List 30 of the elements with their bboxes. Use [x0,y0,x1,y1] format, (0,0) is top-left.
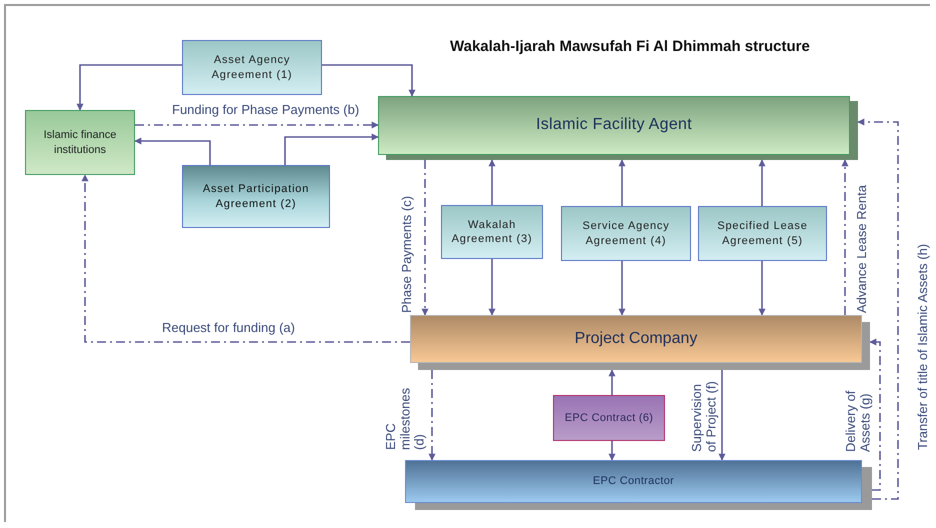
arrow [76,64,182,111]
arrow [618,159,626,206]
arrow [488,259,496,316]
arrow [422,160,428,316]
arrow [869,338,881,491]
edge-label: Request for funding (a) [160,321,297,336]
agreement-box: Asset Agency Agreement (1) [182,40,322,95]
arrow [618,261,626,316]
arrow [82,174,410,343]
arrow [842,159,848,315]
arrow [488,159,496,205]
arrow [857,118,899,500]
arrow [758,159,766,206]
arrow [284,134,379,165]
agreement-box: Asset Participation Agreement (2) [182,165,330,228]
agreement-box: Wakalah Agreement (3) [441,205,543,259]
edge-label: Funding for Phase Payments (b) [170,103,362,118]
agreement-box: Service Agency Agreement (4) [561,206,691,261]
agreement-box: Specified Lease Agreement (5) [698,206,827,261]
institution-box: Islamic finance institutions [25,110,135,175]
arrow [718,370,726,461]
arrow [322,64,416,97]
contract-box: EPC Contract (6) [553,395,665,441]
arrow [135,122,379,128]
arrow [608,441,616,461]
arrow [608,369,616,395]
arrow [758,261,766,316]
arrow [428,370,436,461]
diagram-title: Wakalah-Ijarah Mawsufah Fi Al Dhimmah structure [450,38,810,55]
arrow [134,138,211,165]
